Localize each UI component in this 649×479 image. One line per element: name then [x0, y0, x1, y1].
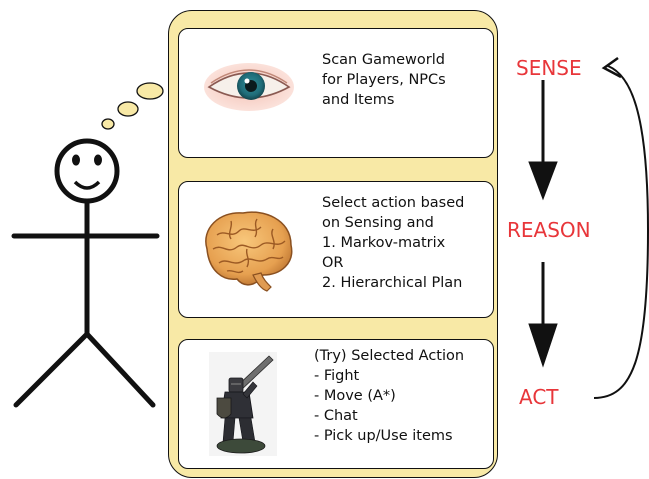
- act-text-line: - Fight: [314, 368, 360, 384]
- stick-figure-right-eye: [94, 154, 102, 166]
- stick-figure-left-eye: [72, 154, 80, 166]
- stick-figure-mouth: [73, 180, 101, 190]
- arrow-reason-to-act: [528, 262, 558, 368]
- reason-text-line: 1. Markov-matrix: [322, 235, 446, 251]
- act-stage-label: ACT: [519, 385, 559, 409]
- act-text-line: - Chat: [314, 408, 358, 424]
- sense-text-line: for Players, NPCs: [322, 72, 446, 88]
- act-text-line: (Try) Selected Action: [314, 348, 465, 364]
- stick-figure-face: [72, 154, 102, 190]
- stick-figure-right-leg: [84, 331, 156, 408]
- sense-text-line: Scan Gameworld: [322, 52, 445, 68]
- thought-bubble-large: [136, 82, 164, 100]
- sense-card: Scan Gameworld for Players, NPCs and Ite…: [178, 28, 494, 158]
- reason-text-line: Select action based: [322, 195, 465, 211]
- stick-figure-head: [54, 138, 120, 204]
- reason-card-text: Select action based on Sensing and 1. Ma…: [322, 193, 464, 293]
- thought-bubble-medium: [117, 101, 139, 117]
- brain-icon: [197, 205, 297, 297]
- act-text-line: - Pick up/Use items: [314, 428, 453, 444]
- act-text-line: - Move (A*): [314, 388, 396, 404]
- act-card-text: (Try) Selected Action - Fight - Move (A*…: [314, 346, 464, 446]
- sense-stage-label: SENSE: [516, 56, 582, 80]
- loop-back-arrow: [593, 56, 649, 399]
- reason-text-line: on Sensing and: [322, 215, 434, 231]
- stick-figure-left-leg: [13, 331, 90, 408]
- arrow-sense-to-reason: [528, 80, 558, 201]
- reason-card: Select action based on Sensing and 1. Ma…: [178, 181, 494, 318]
- reason-text-line: 2. Hierarchical Plan: [322, 275, 463, 291]
- reason-stage-label: REASON: [507, 218, 591, 242]
- stick-figure: [11, 138, 160, 408]
- act-card: (Try) Selected Action - Fight - Move (A*…: [178, 339, 494, 469]
- reason-text-line: OR: [322, 255, 344, 271]
- thought-bubble-small: [101, 118, 115, 130]
- sense-card-text: Scan Gameworld for Players, NPCs and Ite…: [322, 50, 446, 110]
- eye-icon: [203, 61, 295, 121]
- knight-figure-icon: [209, 352, 277, 460]
- sense-text-line: and Items: [322, 92, 395, 108]
